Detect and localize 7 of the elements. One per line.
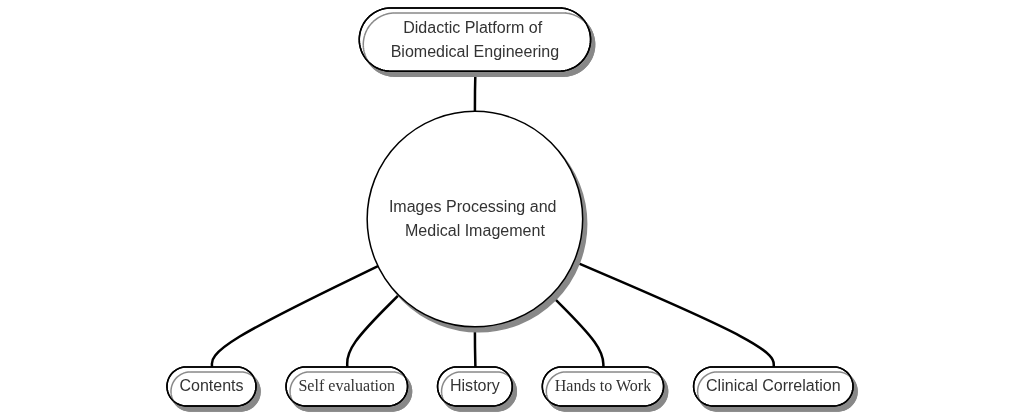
connector bbox=[473, 326, 477, 368]
connector bbox=[573, 260, 776, 368]
connector bbox=[345, 294, 400, 368]
connector bbox=[550, 294, 605, 368]
connector bbox=[210, 264, 379, 368]
connector bbox=[473, 71, 477, 112]
node-circle: Images Processing and Medical Imagement bbox=[366, 110, 584, 328]
